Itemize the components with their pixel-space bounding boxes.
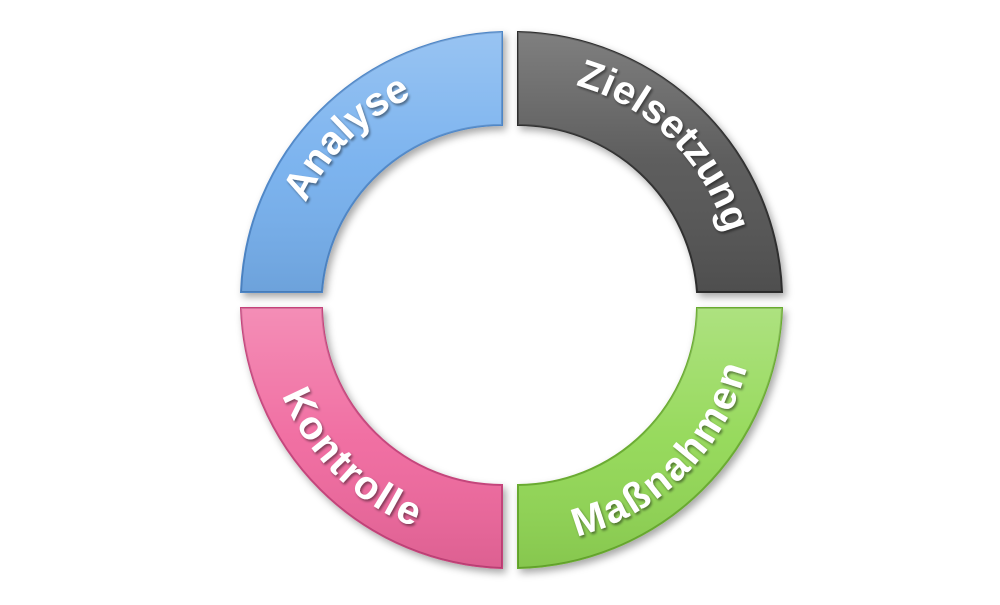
segment-massnahmen: Maßnahmen [517, 307, 784, 570]
segment-analyse: Analyse [239, 30, 503, 293]
segment-zielsetzung: Zielsetzung [517, 30, 784, 293]
segment-kontrolle: Kontrolle [239, 307, 503, 570]
